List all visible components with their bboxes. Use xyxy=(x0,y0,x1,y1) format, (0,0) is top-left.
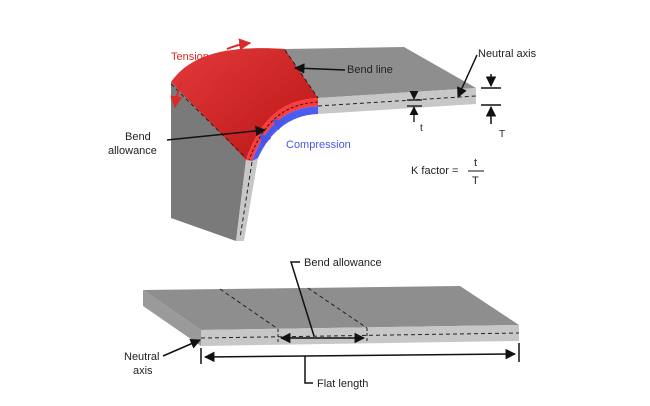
neutral-axis-pointer-bottom xyxy=(162,338,201,357)
tension-label: Tension xyxy=(171,51,209,63)
t-small-label: t xyxy=(420,123,423,134)
neutral-axis-pointer-top xyxy=(457,54,478,98)
bend-line-lower xyxy=(170,83,247,159)
bend-red-edge xyxy=(246,98,318,161)
compression-arrows xyxy=(260,119,287,148)
bend-line-upper xyxy=(284,49,319,99)
T-big-label: T xyxy=(499,129,505,140)
compression-arrow xyxy=(260,119,287,148)
t-dimension xyxy=(407,90,422,122)
flat-plate xyxy=(143,286,520,346)
tension-arrow-top xyxy=(226,38,252,51)
bend-blue-edge xyxy=(252,106,318,161)
bend-allowance-label-line1: Bend xyxy=(125,131,151,143)
neutral-axis-label-top: Neutral axis xyxy=(478,48,537,60)
bend-allowance-label-line2: allowance xyxy=(108,145,157,157)
bend-red-surface xyxy=(171,48,318,160)
flat-left-face xyxy=(143,290,201,346)
leg-neutral-axis xyxy=(239,161,253,239)
bend-line-label: Bend line xyxy=(347,64,393,76)
tension-arrow-left xyxy=(170,81,183,109)
bend-allowance-pointer-top xyxy=(166,125,267,141)
bend-allowance-leader xyxy=(289,261,315,337)
flat-length-dimension xyxy=(200,343,520,384)
flat-top-face xyxy=(143,286,519,330)
neutral-axis-label-bottom-line2: axis xyxy=(133,365,153,377)
k-factor-denominator: T xyxy=(472,175,479,187)
k-factor-numerator: t xyxy=(474,157,477,169)
flange-neutral-axis xyxy=(317,95,477,107)
tension-arrows xyxy=(170,38,252,109)
flat-bend-line-left xyxy=(219,288,279,330)
T-dimension xyxy=(481,74,501,124)
flange-top-face xyxy=(285,47,476,98)
k-factor-label: K factor = xyxy=(411,165,458,177)
bent-plate xyxy=(170,47,477,241)
bend-line-pointer xyxy=(293,63,346,74)
leg-top-face xyxy=(171,82,246,241)
flat-length-label: Flat length xyxy=(317,378,368,390)
bend-allowance-label-bottom: Bend allowance xyxy=(304,257,382,269)
leg-side-face xyxy=(236,158,258,241)
flat-bend-line-right xyxy=(307,287,368,329)
neutral-axis-label-bottom-line1: Neutral xyxy=(124,351,159,363)
compression-label: Compression xyxy=(286,139,351,151)
